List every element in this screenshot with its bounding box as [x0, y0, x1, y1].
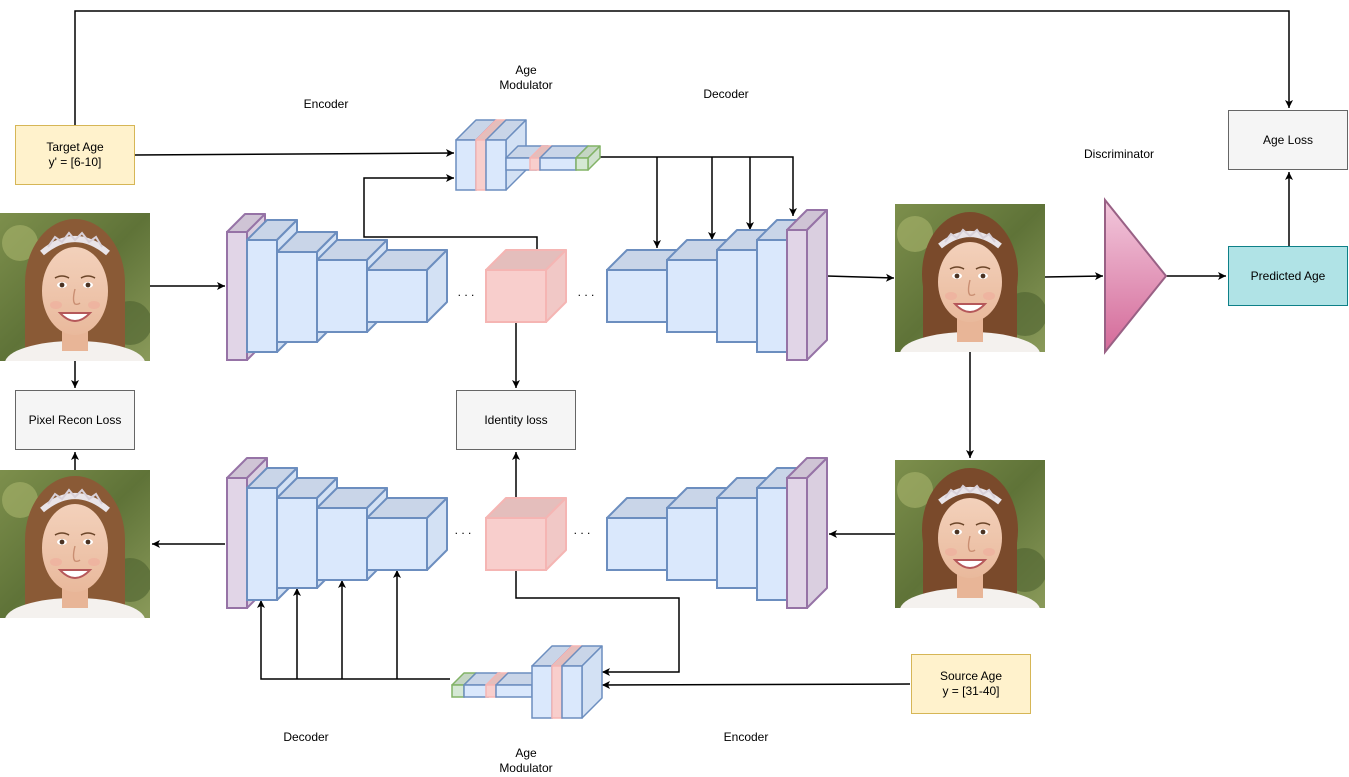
- bottom-latent-cube: [485, 497, 567, 571]
- predicted-age-box: Predicted Age: [1228, 246, 1348, 306]
- ellipsis-top-decoder: . . .: [577, 285, 595, 299]
- bottom-decoder-layer-4: [366, 497, 448, 571]
- source-age-range: y = [31-40]: [942, 684, 1000, 698]
- source-age-box: Source Age y = [31-40]: [911, 654, 1031, 714]
- aged-copy-face-photo: [895, 460, 1045, 608]
- top-decoder-output-layer: [786, 209, 828, 361]
- discriminator-label: Discriminator: [1083, 147, 1154, 161]
- age-modulator-top-label-line1: Age: [515, 63, 537, 77]
- bottom-modulator-block-2: [561, 645, 603, 719]
- pixel-recon-loss-label: Pixel Recon Loss: [28, 412, 122, 427]
- decoder-to-output-arrow: [826, 273, 895, 282]
- modulator-to-bottom-decoder-1-arrow: [257, 600, 450, 680]
- output-to-discriminator-arrow: [1044, 272, 1104, 281]
- encoder-bottom-label: Encoder: [723, 730, 769, 744]
- identity-loss-label: Identity loss: [484, 412, 548, 427]
- ellipsis-top-encoder: . . .: [457, 285, 475, 299]
- ellipsis-bottom-encoder: . . .: [573, 523, 591, 537]
- top-modulator-green-cap: [575, 145, 601, 171]
- target-age-range: y' = [6-10]: [48, 155, 102, 169]
- age-modulator-bottom-label-line2: Modulator: [499, 761, 553, 775]
- target-age-to-age-loss-arrow: [74, 10, 1293, 125]
- target-age-box: Target Age y' = [6-10]: [15, 125, 135, 185]
- top-latent-cube: [485, 249, 567, 323]
- decoder-bottom-label: Decoder: [283, 730, 329, 744]
- ellipsis-bottom-decoder: . . .: [454, 523, 472, 537]
- latent-to-modulator-arrow: [363, 174, 538, 252]
- encoder-top-label: Encoder: [303, 97, 349, 111]
- predicted-age-label: Predicted Age: [1250, 268, 1326, 283]
- age-modulator-top-label-line2: Modulator: [499, 78, 553, 92]
- age-loss-box: Age Loss: [1228, 110, 1348, 170]
- decoder-top-label: Decoder: [703, 87, 749, 101]
- aged-output-face-photo: [895, 204, 1045, 352]
- pixel-recon-loss-box: Pixel Recon Loss: [15, 390, 135, 450]
- source-age-to-modulator-arrow: [601, 680, 911, 689]
- age-modulator-bottom-label-line1: Age: [515, 746, 537, 760]
- modulator-to-decoder-4-arrow: [600, 156, 797, 216]
- target-age-title: Target Age: [46, 140, 104, 154]
- identity-loss-box: Identity loss: [456, 390, 576, 450]
- input-face-photo: [0, 213, 150, 361]
- bottom-encoder-input-layer: [786, 457, 828, 609]
- source-age-title: Source Age: [939, 669, 1003, 683]
- discriminator-triangle: [1104, 197, 1168, 355]
- target-age-to-modulator-arrow: [134, 149, 455, 158]
- top-encoder-layer-4: [366, 249, 448, 323]
- age-loss-label: Age Loss: [1262, 132, 1314, 147]
- reconstructed-face-photo: [0, 470, 150, 618]
- bottom-latent-to-modulator-arrow: [515, 570, 680, 676]
